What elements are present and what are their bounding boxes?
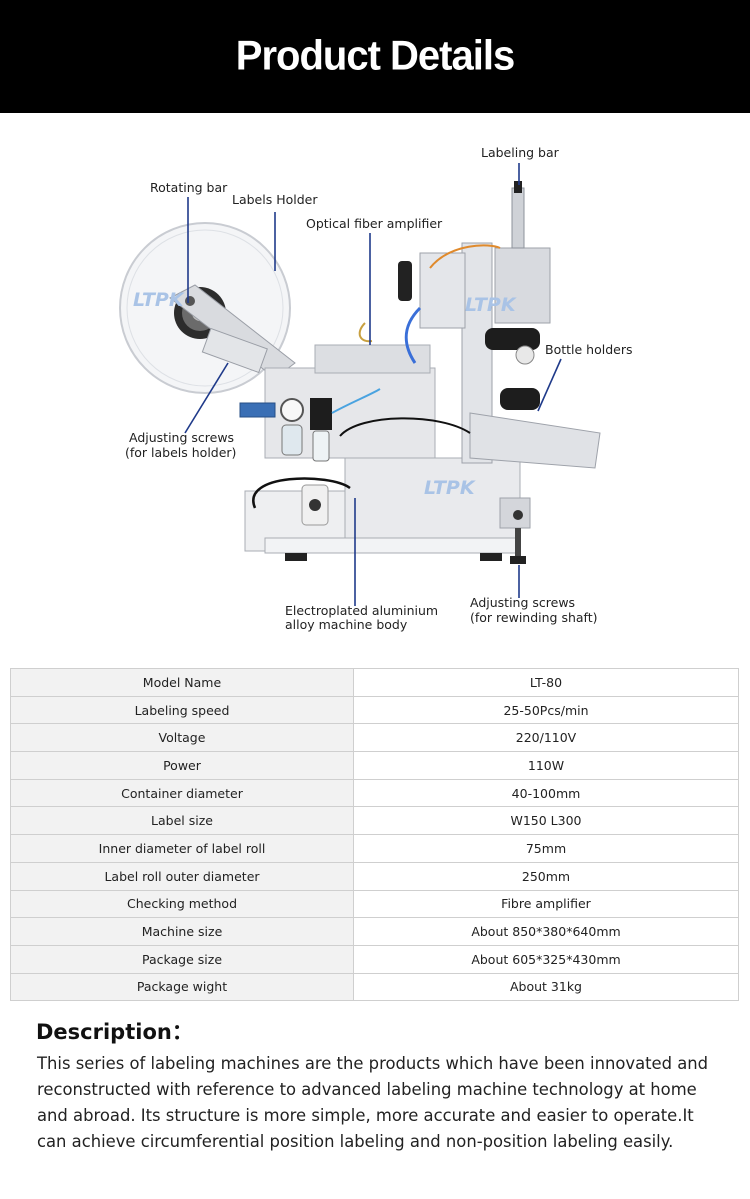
callout-adjusting-screws-rewind: Adjusting screws [470,595,576,610]
spec-value: About 850*380*640mm [353,917,739,946]
cables [252,244,501,509]
spec-key: Label roll outer diameter [10,861,354,891]
spec-value: 220/110V [353,723,739,753]
watermark-logo: LTPK [133,289,185,311]
callout-adjusting-screws-labels-note: (for labels holder) [125,445,237,460]
callout-bottle-holders: Bottle holders [545,342,633,357]
spec-value: 110W [353,751,739,780]
spec-value: W150 L300 [353,806,739,836]
page-title: Product Details [235,32,515,80]
spec-key: Machine size [10,917,354,946]
spec-key: Model Name [10,668,354,697]
spec-key: Label size [10,806,354,836]
callout-aluminium-body: Electroplated aluminium [285,603,439,618]
spec-value: About 605*325*430mm [353,944,739,974]
callout-adjusting-screws-rewind-note: (for rewinding shaft) [470,610,598,625]
spec-value: 40-100mm [353,778,739,808]
header-banner: Product Details [0,0,750,113]
spec-key: Voltage [10,723,354,753]
spec-key: Container diameter [10,778,354,808]
air-regulator [239,398,332,462]
description-text: This series of labeling machines are the… [37,1054,709,1151]
spec-key: Package size [10,944,354,974]
machine-illustration: LTPK LTPK LTPK [119,163,601,606]
callout-labels-holder: Labels Holder [232,192,318,207]
spec-value: 75mm [353,834,739,863]
description-title: Description： [36,1020,193,1044]
rotating-arm [169,284,296,379]
watermark-logo: LTPK [465,294,517,316]
spec-key: Checking method [10,889,354,919]
spec-key: Inner diameter of label roll [10,834,354,863]
callout-aluminium-body-note: alloy machine body [285,617,408,632]
callout-optical-fiber-amplifier: Optical fiber amplifier [306,216,443,231]
spec-key: Package wight [10,972,354,1002]
callout-labeling-bar: Labeling bar [481,145,559,160]
machine-body [244,344,521,561]
callout-rotating-bar: Rotating bar [150,180,228,195]
spec-value: 250mm [353,861,739,891]
spec-value: 25-50Pcs/min [353,695,739,725]
spec-key: Power [10,751,354,780]
machine-diagram: LTPK LTPK LTPK Labeling bar Rotating bar… [0,113,750,653]
spec-key: Labeling speed [10,695,354,725]
rewind-roller [301,484,329,526]
spec-value: Fibre amplifier [353,889,739,919]
callout-lines [184,163,562,606]
watermark-logo: LTPK [424,477,476,499]
spec-value: LT-80 [353,668,739,697]
callout-adjusting-screws-labels: Adjusting screws [129,430,235,445]
bottle-guide [469,412,601,564]
spec-value: About 31kg [353,972,739,1002]
